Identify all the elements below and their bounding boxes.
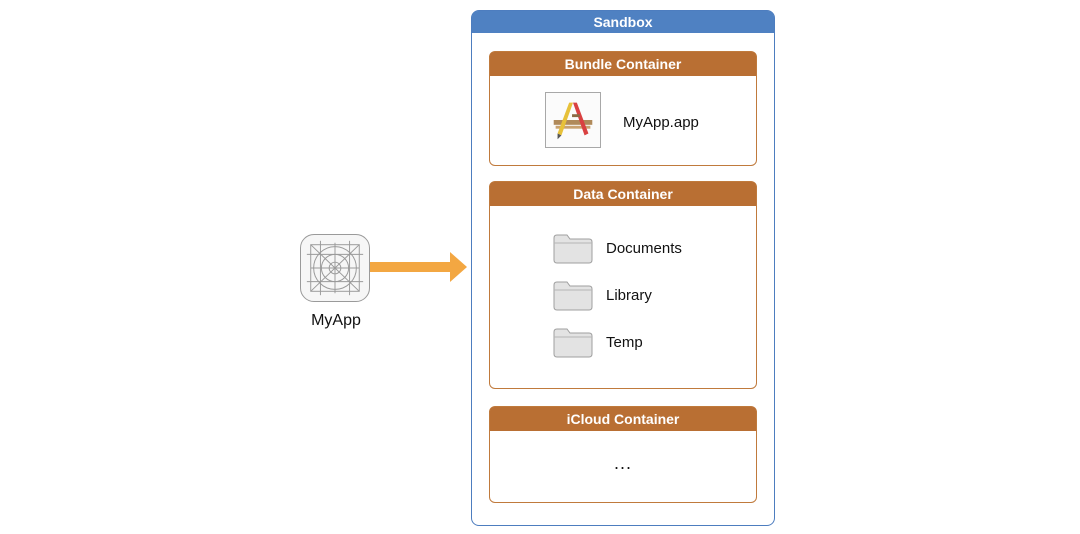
sandbox-title: Sandbox bbox=[472, 11, 774, 33]
arrow-right-icon bbox=[370, 252, 467, 282]
icloud-placeholder: ... bbox=[613, 453, 632, 473]
sandbox-box: Sandbox Bundle Container MyApp.app Data … bbox=[471, 10, 775, 526]
folder-icon bbox=[553, 328, 593, 358]
xcode-app-icon bbox=[545, 92, 601, 148]
folder-label: Documents bbox=[606, 240, 682, 257]
myapp-label: MyApp bbox=[311, 312, 361, 329]
data-container-title: Data Container bbox=[490, 182, 756, 206]
folder-documents: Documents bbox=[552, 232, 742, 264]
folder-temp: Temp bbox=[552, 326, 742, 358]
icloud-container: iCloud Container ... bbox=[489, 406, 757, 503]
data-container: Data Container Documents Library Temp bbox=[489, 181, 757, 389]
myapp-icon bbox=[300, 234, 370, 302]
bundle-container-title: Bundle Container bbox=[490, 52, 756, 76]
icloud-container-title: iCloud Container bbox=[490, 407, 756, 431]
folder-label: Temp bbox=[606, 334, 643, 351]
folder-icon bbox=[553, 281, 593, 311]
folder-icon bbox=[553, 234, 593, 264]
bundle-container: Bundle Container MyApp.app bbox=[489, 51, 757, 166]
app-file-label: MyApp.app bbox=[623, 114, 699, 131]
folder-label: Library bbox=[606, 287, 652, 304]
folder-library: Library bbox=[552, 279, 742, 311]
